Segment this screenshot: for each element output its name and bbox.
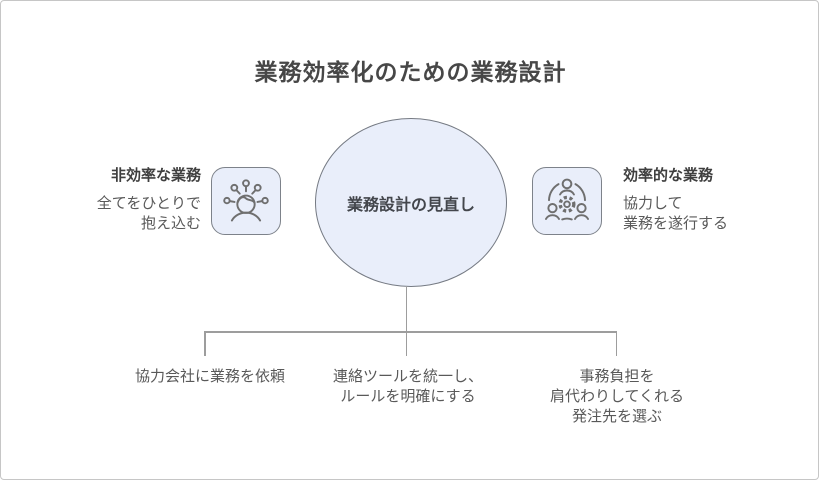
stressed-person-icon <box>220 175 272 227</box>
branch-label-communication-tools: 連絡ツールを統一し、 ルールを明確にする <box>303 367 513 407</box>
diagram-title: 業務効率化のための業務設計 <box>254 59 567 85</box>
branch-line: ルールを明確にする <box>340 388 476 405</box>
center-circle-node: 業務設計の見直し <box>315 118 507 287</box>
branch-line: 協力会社に業務を依頼 <box>134 368 285 385</box>
branch-line: 肩代わりしてくれる <box>549 388 685 405</box>
efficient-work-heading: 効率的な業務 <box>623 167 714 184</box>
desc-line: 業務を遂行する <box>623 215 729 232</box>
center-node-label: 業務設計の見直し <box>346 196 475 214</box>
efficient-work-block: 効率的な業務 協力して 業務を遂行する <box>623 166 783 234</box>
branch-line: 発注先を選ぶ <box>571 408 662 425</box>
branch-label-outsourcing: 協力会社に業務を依頼 <box>105 367 315 387</box>
inefficient-work-block: 非効率な業務 全てをひとりで 抱え込む <box>56 166 201 234</box>
desc-line: 全てをひとりで <box>96 195 201 212</box>
inefficient-work-heading: 非効率な業務 <box>110 167 201 184</box>
branch-label-supplier-selection: 事務負担を 肩代わりしてくれる 発注先を選ぶ <box>512 367 722 427</box>
connector-drop-right <box>615 331 617 356</box>
inefficient-work-description: 全てをひとりで 抱え込む <box>56 194 201 234</box>
efficient-work-tile <box>532 167 602 235</box>
connector-drop-left <box>204 331 206 356</box>
branch-line: 事務負担を <box>579 368 655 385</box>
connector-cross-line <box>204 331 617 333</box>
inefficient-work-tile <box>211 167 281 235</box>
desc-line: 抱え込む <box>140 215 201 232</box>
branch-line: 連絡ツールを統一し、 <box>332 368 483 385</box>
efficient-work-description: 協力して 業務を遂行する <box>623 194 783 234</box>
desc-line: 協力して <box>623 195 683 212</box>
connector-stem-line <box>405 286 407 356</box>
team-gear-icon <box>541 175 593 227</box>
